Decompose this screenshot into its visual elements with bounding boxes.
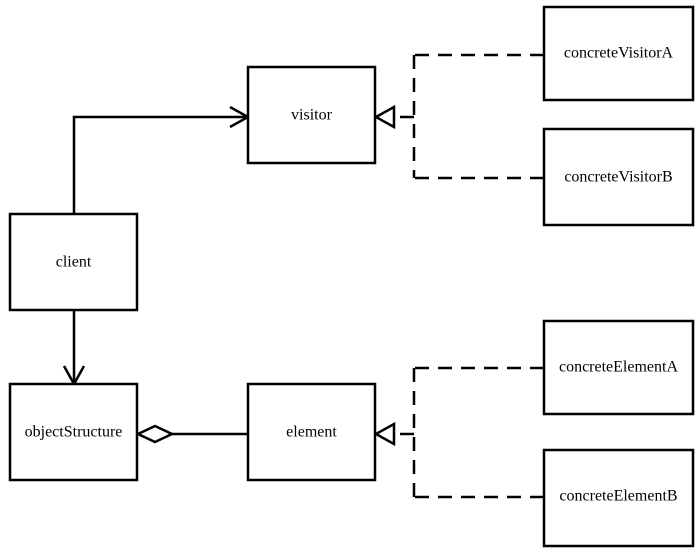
class-object-structure-label: objectStructure — [25, 424, 123, 441]
realization-triangle-visitor — [373, 104, 396, 130]
element-realization-connectors — [373, 366, 544, 499]
class-client: client — [8, 212, 139, 312]
class-element-label: element — [286, 424, 337, 441]
client-objectstructure-association — [62, 310, 86, 387]
class-element: element — [246, 382, 377, 482]
visitor-realization-connectors — [373, 53, 544, 180]
class-object-structure: objectStructure — [8, 382, 139, 482]
class-concrete-visitor-b: concreteVisitorB — [542, 127, 695, 227]
class-concrete-element-a: concreteElementA — [542, 319, 695, 416]
aggregation-connector — [135, 424, 248, 444]
class-concrete-visitor-a-label: concreteVisitorA — [564, 45, 674, 62]
class-concrete-element-b-label: concreteElementB — [559, 488, 677, 505]
aggregation-diamond — [135, 424, 175, 444]
class-visitor-label: visitor — [291, 107, 333, 124]
class-concrete-element-a-label: concreteElementA — [559, 359, 678, 376]
class-concrete-visitor-b-label: concreteVisitorB — [564, 169, 672, 186]
class-client-label: client — [56, 254, 92, 271]
class-visitor: visitor — [246, 65, 377, 165]
class-concrete-element-b: concreteElementB — [542, 448, 695, 548]
class-concrete-visitor-a: concreteVisitorA — [542, 5, 695, 102]
client-visitor-association — [72, 105, 251, 214]
realization-triangle-element — [373, 421, 396, 447]
